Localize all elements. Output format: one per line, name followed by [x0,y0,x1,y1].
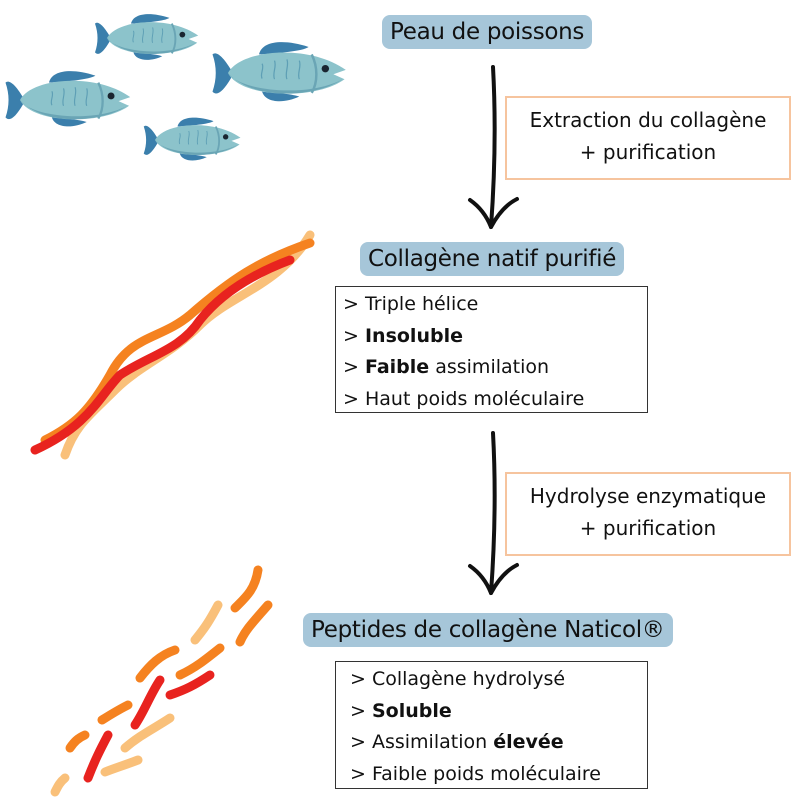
stage-title-text: Collagène natif purifié [368,246,617,272]
fish-school-illustration [4,13,348,162]
property-item: > Assimilation élevée [350,731,564,753]
process-step-hydrolysis: Hydrolyse enzymatique + purification [505,472,791,556]
process-step-line: Extraction du collagène [529,108,767,132]
process-step-extraction: Extraction du collagène + purification [505,96,791,180]
fragment [190,600,223,645]
fragment [235,600,273,647]
stage-title-text: Peptides de collagène Naticol® [311,617,665,643]
fragment [50,773,70,797]
down-arrow-icon [468,431,519,595]
stage-title-fish-skin: Peau de poissons [382,15,593,49]
stage-title-text: Peau de poissons [390,19,585,45]
property-item: > Insoluble [343,324,463,347]
peptide-fragments-illustration [50,565,273,797]
fragment [165,670,215,700]
fish-icon [4,69,132,128]
fish-icon [211,40,348,103]
fragment [120,713,175,753]
property-item: > Soluble [350,699,452,722]
property-item: > Collagène hydrolysé [350,668,566,690]
property-item: > Faible poids moléculaire [350,762,601,785]
fragment [100,755,143,777]
property-item: > Faible assimilation [343,356,550,378]
property-item: > Triple hélice [343,293,479,315]
stage-title-peptides: Peptides de collagène Naticol® [303,613,673,647]
fish-icon [142,116,242,162]
fish-icon [94,13,200,61]
property-item: > Haut poids moléculaire [343,387,585,410]
helix-strand-red [30,255,295,455]
fragment [175,643,225,680]
triple-helix-illustration [30,230,315,460]
process-step-line: Hydrolyse enzymatique [529,484,767,508]
fragment [230,565,263,613]
fragment [130,675,165,730]
fragment [65,730,90,753]
fragment [97,700,133,725]
native-collagen-properties: > Triple hélice > Insoluble > Faible ass… [335,286,648,413]
fragment [83,730,113,783]
down-arrow-icon [468,65,519,229]
fragment [135,645,180,683]
process-step-line: + purification [579,516,717,540]
stage-title-native-collagen: Collagène natif purifié [360,242,625,276]
peptides-properties: > Collagène hydrolysé > Soluble > Assimi… [335,661,648,789]
process-step-line: + purification [579,140,717,164]
